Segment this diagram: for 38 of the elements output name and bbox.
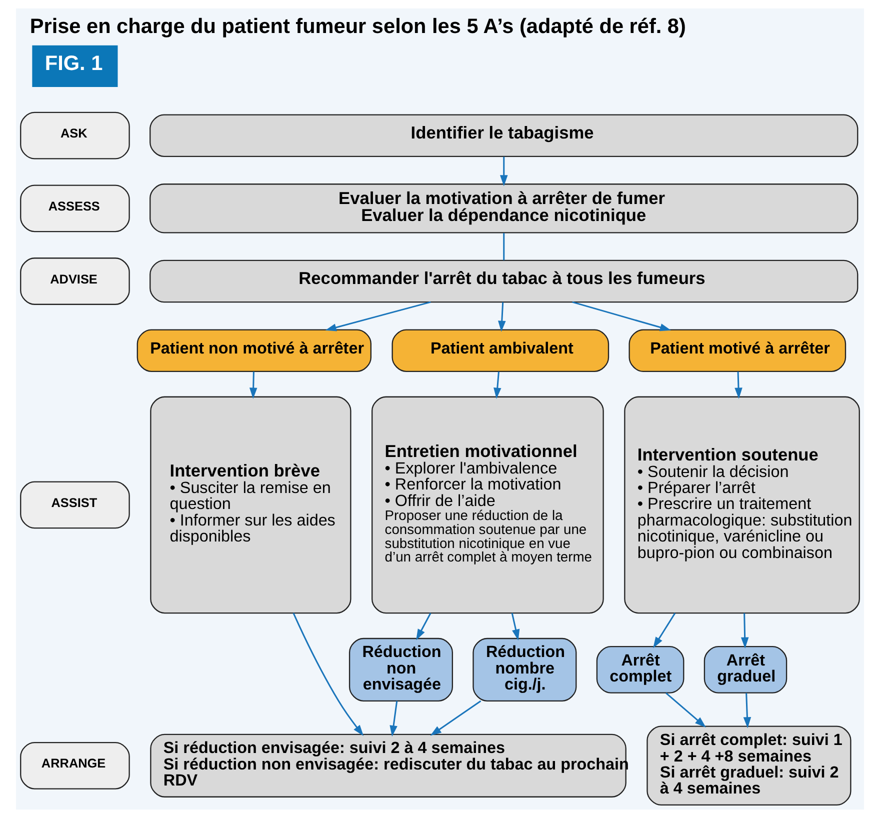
node-box: Réduction nombre cig./j. [472,638,577,702]
node-box: Recommander l'arrêt du tabac à tous les fumeurs [150,260,858,303]
arrow [666,692,706,728]
node-box: ASSESS [20,184,130,232]
node-box: ASSIST [20,481,130,529]
node-box: ASK [20,112,130,160]
arrow [325,301,431,332]
node-box: Intervention brève • Susciter la remise en question • Informer sur les aides disponibles [150,396,352,614]
connector [503,233,505,260]
arrow [511,612,520,640]
node-box: Réduction non envisagée [348,638,453,702]
arrow [653,612,676,648]
node-box: ADVISE [20,258,130,305]
arrow [390,700,398,737]
node-box: Patient ambivalent [392,329,610,372]
arrow [249,372,258,399]
node-box: Patient motivé à arrêter [628,329,846,372]
node-box: ARRANGE [20,742,130,790]
node-box: Evaluer la motivation à arrêter de fumer Evaluer la dépendance nicotinique [150,184,858,234]
arrow [430,700,482,736]
arrow [743,693,752,728]
diagram-title: Prise en charge du patient fumeur selon les 5 A’s (adapté de réf. 8) [30,15,686,38]
node-box: Patient non motivé à arrêter [136,329,372,372]
node-box: Arrêt graduel [704,646,788,694]
arrow [740,613,749,648]
node-box: Arrêt complet [596,646,684,694]
label: FIG. 1 [44,52,103,76]
arrow [734,372,742,399]
node-box: Intervention soutenue • Soutenir la décision • Préparer l’arrêt • Prescrire un traitement pharmacologique: substitution nicotinique, varénicline ou bupro-pion ou combinaison [624,396,860,614]
arrow [292,612,364,736]
arrow [494,372,502,399]
arrow [500,156,508,186]
arrow [416,612,432,640]
node-box: Identifier le tabagisme [150,114,858,157]
arrow [498,302,506,332]
arrow [572,301,672,332]
node-box: Si arrêt complet: suivi 1 + 2 + 4 +8 semaines Si arrêt graduel: suivi 2 à 4 semaines [646,726,852,806]
node-box: Entretien motivationnel • Explorer l'ambivalence • Renforcer la motivation • Offrir de l’aide Proposer une réduction de la consommation soutenue par une substitution nicotinique en vue d’un arrêt complet à moyen terme [372,396,604,614]
